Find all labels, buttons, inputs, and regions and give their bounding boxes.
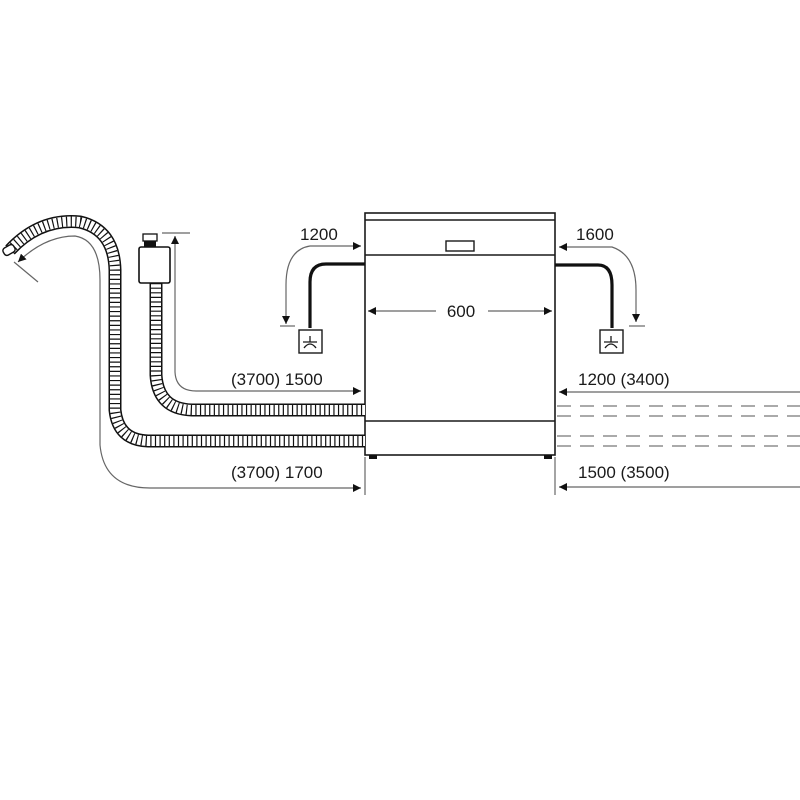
left-power-connection: 1200 <box>280 225 365 354</box>
dishwasher-body <box>364 212 556 459</box>
width-label: 600 <box>447 302 475 321</box>
left-inlet-hose-label: (3700) 1500 <box>231 370 323 389</box>
right-socket-distance-label: 1600 <box>576 225 614 244</box>
right-power-connection: 1600 <box>555 225 645 354</box>
left-drain-hose-label: (3700) 1700 <box>231 463 323 482</box>
right-drain-hose-label: 1500 (3500) <box>578 463 670 482</box>
socket-icon <box>298 329 323 354</box>
socket-icon <box>599 329 624 354</box>
left-socket-distance-label: 1200 <box>300 225 338 244</box>
left-drain-dimension: (3700) 1700 <box>13 235 361 492</box>
foot-right <box>544 455 552 459</box>
right-hose-routes: 1200 (3400) 1500 (3500) <box>557 370 800 491</box>
aquastop-valve <box>138 246 171 284</box>
right-inlet-hose-label: 1200 (3400) <box>578 370 670 389</box>
width-dimension: 600 <box>368 302 552 321</box>
foot-left <box>369 455 377 459</box>
control-display <box>445 240 475 252</box>
left-inlet-dimension: (3700) 1500 <box>162 232 361 395</box>
